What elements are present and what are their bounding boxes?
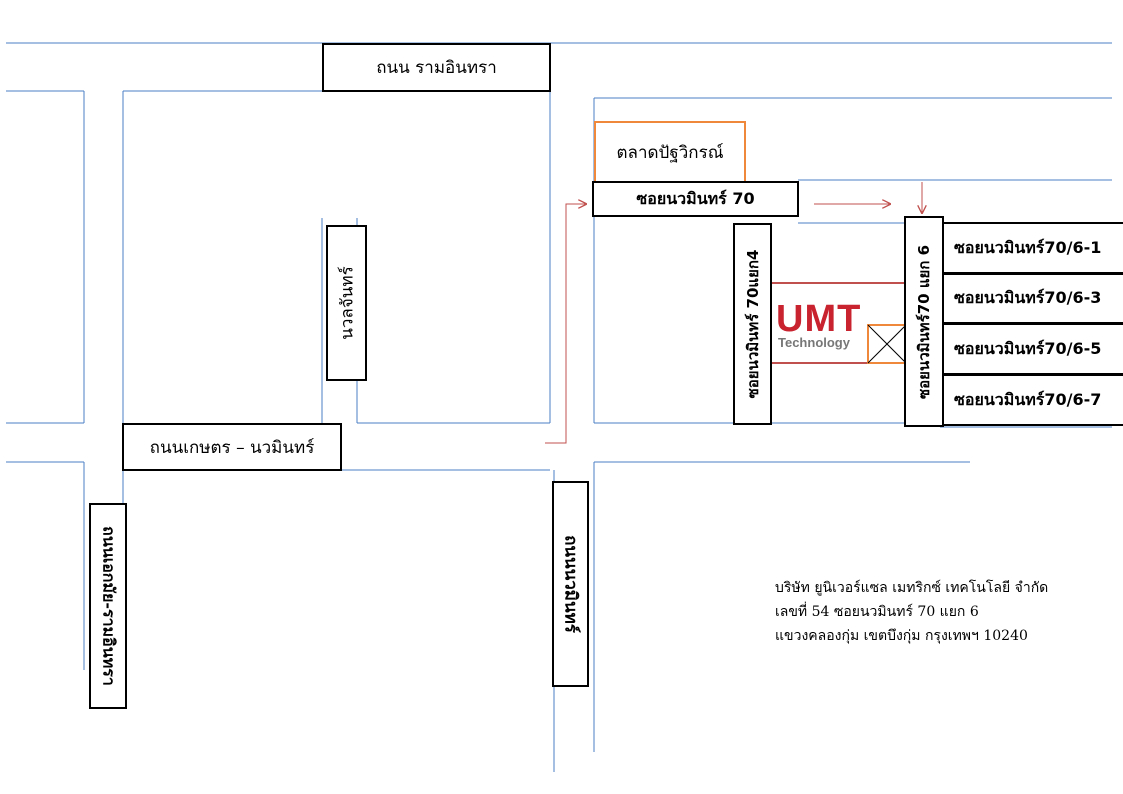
address-line-3: แขวงคลองกุ่ม เขตบึงกุ่ม กรุงเทพฯ 10240 [775, 628, 1028, 644]
sub-soi-label-5: ซอยนวมินทร์70/6-5 [942, 323, 1123, 375]
road-label-soi70-4-text: ซอยนวมินทร์ 70แยก4 [743, 249, 762, 399]
sub-soi-label-3: ซอยนวมินทร์70/6-3 [942, 273, 1123, 324]
road-label-nawamin: ถนนนวมินทร์ [552, 481, 589, 687]
road-label-ramintra: ถนน รามอินทรา [322, 43, 551, 92]
market-label: ตลาดปัฐวิกรณ์ [594, 121, 746, 183]
route-arrows [545, 182, 922, 444]
road-label-nawalchan-text: นวลจันทร์ [337, 266, 357, 340]
crossed-box-marker-icon [867, 324, 907, 364]
road-label-ekkamai-ramintra-text: ถนนเอกมัย-รามอินทรา [99, 526, 119, 686]
road-label-soi70-4: ซอยนวมินทร์ 70แยก4 [733, 223, 772, 425]
logo-sub-text: Technology [778, 335, 850, 350]
road-label-ekkamai-ramintra: ถนนเอกมัย-รามอินทรา [89, 503, 127, 709]
road-label-soi70-6: ซอยนวมินทร์70 แยก 6 [904, 216, 944, 427]
umt-technology-logo: UMT Technology [776, 298, 872, 352]
road-label-nawalchan: นวลจันทร์ [326, 225, 367, 381]
road-label-nawamin-text: ถนนนวมินทร์ [560, 535, 580, 633]
address-line-2: เลขที่ 54 ซอยนวมินทร์ 70 แยก 6 [775, 604, 979, 620]
sub-soi-label-7: ซอยนวมินทร์70/6-7 [942, 374, 1123, 426]
road-label-soi70-6-text: ซอยนวมินทร์70 แยก 6 [915, 244, 933, 399]
road-label-kaset-nawamin: ถนนเกษตร – นวมินทร์ [122, 423, 342, 471]
address-line-1: บริษัท ยูนิเวอร์แซล เมทริกซ์ เทคโนโลยี จ… [775, 580, 1049, 596]
road-label-soi70: ซอยนวมินทร์ 70 [592, 181, 799, 217]
company-address: บริษัท ยูนิเวอร์แซล เมทริกซ์ เทคโนโลยี จ… [775, 576, 1048, 648]
sub-soi-label-1: ซอยนวมินทร์70/6-1 [942, 222, 1123, 274]
logo-main-text: UMT [776, 298, 862, 340]
